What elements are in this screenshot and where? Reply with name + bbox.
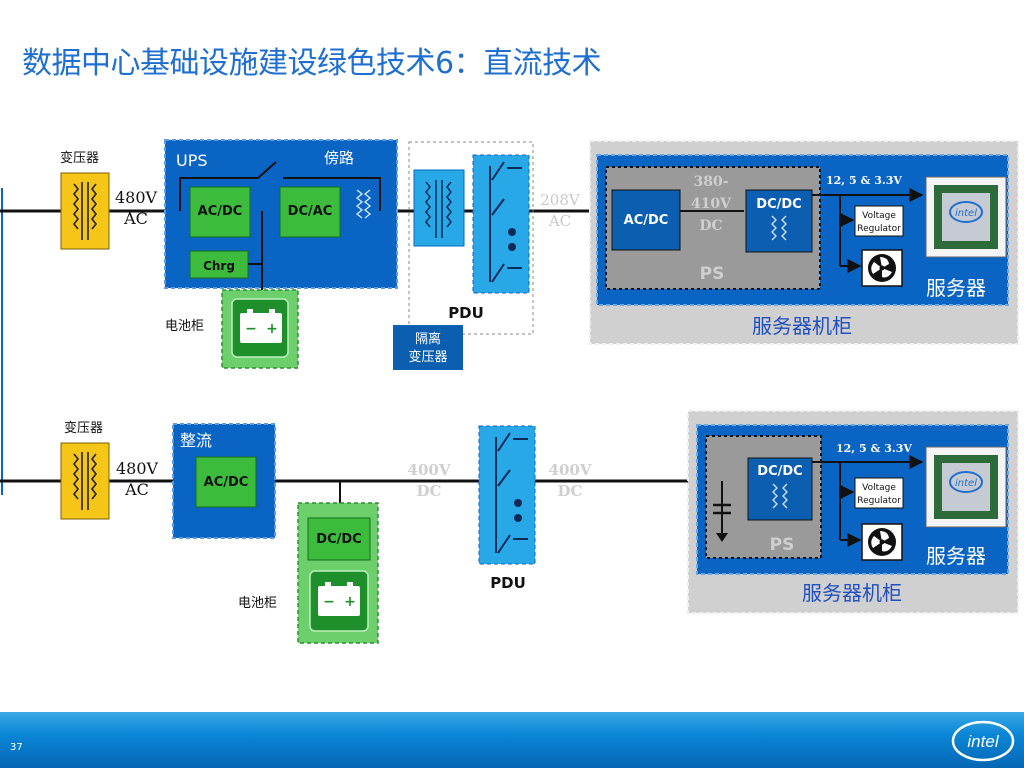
top-battery-label: 电池柜 bbox=[165, 319, 204, 334]
top-voltage-in-line1: 480V bbox=[115, 188, 158, 207]
bottom-row: 变压器 480V AC 整流 AC/DC DC/DC − + 电池柜 400V bbox=[0, 410, 1019, 644]
top-ps-dcdc-box bbox=[745, 189, 813, 253]
top-ps-dc-line2: 410V bbox=[691, 196, 732, 212]
top-acdc-label: AC/DC bbox=[198, 204, 243, 219]
intel-logo-icon: intel bbox=[951, 720, 1015, 762]
bypass-line bbox=[179, 177, 258, 211]
top-vr-label-line2: Regulator bbox=[857, 224, 901, 234]
top-transformer-label: 变压器 bbox=[60, 150, 99, 166]
bottom-ps-label: PS bbox=[770, 535, 795, 555]
bottom-battery-label: 电池柜 bbox=[238, 596, 277, 611]
top-ps-dcdc-coil-icon bbox=[771, 215, 787, 241]
bottom-transformer-label: 变压器 bbox=[64, 420, 103, 436]
top-ps-dc-line1: 380- bbox=[693, 174, 728, 190]
bypass-line-right bbox=[283, 177, 381, 211]
bottom-ps-dcdc-label: DC/DC bbox=[757, 464, 802, 479]
slide-title: 数据中心基础设施建设绿色技术6：直流技术 bbox=[22, 46, 602, 81]
top-transformer-icon bbox=[60, 172, 110, 250]
top-ps-acdc-label: AC/DC bbox=[624, 213, 669, 228]
bottom-rack-label: 服务器机柜 bbox=[802, 581, 902, 605]
top-pdu-label: PDU bbox=[448, 304, 484, 322]
rectifier-label: 整流 bbox=[180, 431, 212, 450]
svg-text:−: − bbox=[323, 594, 335, 610]
top-acdc-box bbox=[189, 186, 251, 238]
top-voltage-mid-line1: 208V bbox=[540, 191, 581, 209]
svg-text:intel: intel bbox=[955, 478, 977, 489]
top-row: 变压器 480V AC UPS 傍路 AC/DC DC/AC Chrg bbox=[0, 139, 1019, 370]
footer-bar: 37 intel bbox=[0, 712, 1024, 768]
isolation-transformer-label-box bbox=[393, 325, 463, 370]
bottom-server-label: 服务器 bbox=[926, 544, 986, 568]
bottom-vr-label-line2: Regulator bbox=[857, 496, 901, 506]
svg-text:+: + bbox=[344, 594, 356, 610]
bottom-voltage-mid-left-line1: 400V bbox=[408, 461, 451, 479]
intel-logo-text: intel bbox=[967, 732, 999, 751]
bottom-dcdc-box bbox=[307, 517, 371, 561]
top-dcac-label: DC/AC bbox=[288, 204, 333, 219]
bottom-transformer-icon bbox=[60, 442, 110, 520]
top-vr-box bbox=[854, 205, 904, 237]
bottom-capacitor-icon bbox=[713, 503, 731, 542]
top-voltage-mid-line2: AC bbox=[548, 212, 571, 230]
top-fan-icon bbox=[861, 249, 903, 287]
bottom-ps-dcdc-coil-icon bbox=[772, 483, 788, 509]
top-vr-label-line1: Voltage bbox=[862, 211, 896, 221]
chrg-label: Chrg bbox=[203, 259, 235, 273]
top-rack-label: 服务器机柜 bbox=[752, 314, 852, 338]
top-pdu-icon bbox=[472, 154, 530, 294]
top-ps-dcdc-label: DC/DC bbox=[756, 197, 801, 212]
ups-static-switch-icon bbox=[355, 189, 372, 219]
isolation-label-line2: 变压器 bbox=[408, 349, 447, 365]
ups-label: UPS bbox=[176, 151, 208, 170]
top-rail-label: 12, 5 & 3.3V bbox=[826, 174, 902, 187]
bottom-voltage-mid-right-line1: 400V bbox=[549, 461, 592, 479]
top-voltage-in-line2: AC bbox=[123, 209, 148, 228]
bottom-acdc-box bbox=[195, 456, 257, 508]
top-cpu-icon: intel bbox=[925, 176, 1007, 258]
page-number: 37 bbox=[10, 742, 23, 753]
top-ps-label: PS bbox=[700, 264, 725, 284]
svg-text:intel: intel bbox=[955, 208, 977, 219]
top-ps-acdc-box bbox=[611, 189, 681, 251]
bottom-dcdc-label: DC/DC bbox=[316, 532, 361, 547]
svg-text:+: + bbox=[266, 321, 278, 337]
top-pdu-dashed-area bbox=[408, 141, 534, 335]
top-server-label: 服务器 bbox=[926, 276, 986, 300]
bottom-fan-icon bbox=[861, 523, 903, 561]
bottom-acdc-label: AC/DC bbox=[204, 475, 249, 490]
chrg-box bbox=[189, 250, 249, 279]
bottom-battery-icon: − + bbox=[309, 570, 369, 632]
bottom-vr-box bbox=[854, 477, 904, 509]
bottom-cpu-icon: intel bbox=[925, 446, 1007, 528]
bypass-switch bbox=[257, 161, 277, 179]
bottom-ps-dcdc-box bbox=[747, 457, 813, 521]
power-diagram: 变压器 480V AC UPS 傍路 AC/DC DC/AC Chrg bbox=[0, 139, 1019, 644]
bottom-voltage-in-line1: 480V bbox=[116, 459, 159, 478]
bottom-vr-label-line1: Voltage bbox=[862, 483, 896, 493]
top-dcac-box bbox=[279, 186, 341, 238]
top-ps-dc-line3: DC bbox=[699, 218, 722, 234]
top-battery-icon: − + bbox=[221, 289, 299, 369]
bottom-voltage-mid-right-line2: DC bbox=[558, 482, 583, 500]
bottom-pdu-label: PDU bbox=[490, 574, 526, 592]
isolation-label-line1: 隔离 bbox=[415, 331, 441, 347]
isolation-transformer-icon bbox=[413, 169, 465, 247]
bottom-pdu-icon bbox=[478, 425, 536, 565]
bypass-label: 傍路 bbox=[324, 149, 354, 167]
bottom-voltage-in-line2: AC bbox=[124, 480, 149, 499]
bottom-rail-label: 12, 5 & 3.3V bbox=[836, 442, 912, 455]
bottom-voltage-mid-left-line2: DC bbox=[417, 482, 442, 500]
svg-text:−: − bbox=[245, 321, 257, 337]
